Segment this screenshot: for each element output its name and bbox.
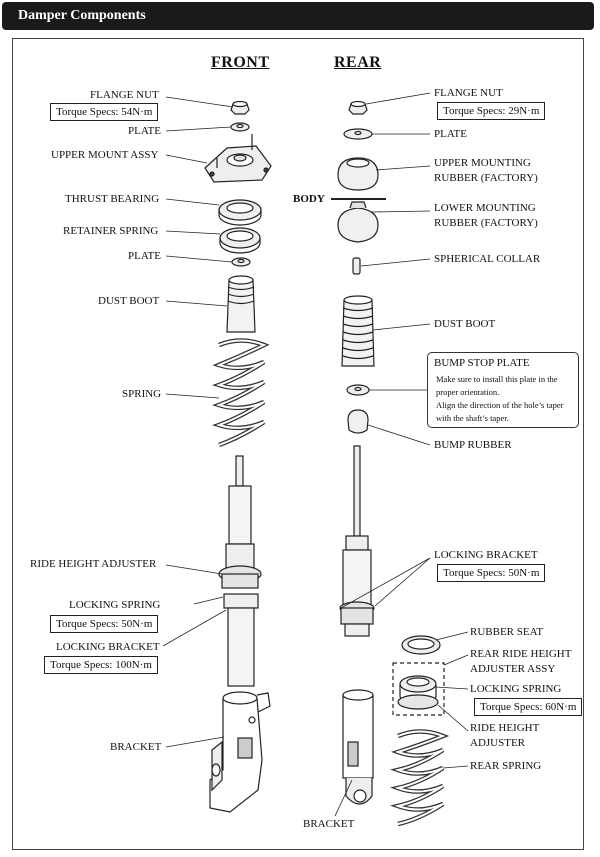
rear-bump-rubber-label: BUMP RUBBER	[434, 439, 512, 451]
rear-spring-label: REAR SPRING	[470, 760, 542, 772]
rear-ride-height-adjuster-label-line2: ADJUSTER	[470, 737, 526, 749]
rear-ride-height-adjuster-assy-label-line2: ADJUSTER ASSY	[470, 663, 556, 675]
front-spring-part	[212, 338, 270, 448]
front-retainer-spring-part	[219, 227, 261, 254]
rear-bump-stop-plate-part	[346, 384, 370, 396]
bump-stop-plate-title: BUMP STOP PLATE	[434, 357, 530, 369]
front-flange-nut-torque-box: Torque Specs: 54N·m	[50, 103, 159, 121]
front-flange-nut-part	[230, 100, 250, 115]
rear-lower-mounting-rubber-label-line1: LOWER MOUNTING	[434, 202, 536, 214]
rear-bracket-label: BRACKET	[303, 818, 355, 830]
rear-dust-boot-part	[341, 295, 375, 367]
rear-locking-bracket-label: LOCKING BRACKET	[434, 549, 538, 561]
bump-stop-plate-note-line-1: Make sure to install this plate in the	[436, 374, 558, 384]
front-ride-height-adjuster-label: RIDE HEIGHT ADJUSTER	[30, 558, 157, 570]
rear-ride-height-adjuster-assy-part	[392, 662, 445, 716]
front-plate-top-label: PLATE	[128, 125, 161, 137]
front-plate-lower-label: PLATE	[128, 250, 161, 262]
front-locking-spring-label: LOCKING SPRING	[69, 599, 161, 611]
front-upper-mount-part	[204, 134, 272, 183]
rear-flange-nut-label: FLANGE NUT	[434, 87, 503, 99]
rear-locking-bracket-torque-box: Torque Specs: 50N·m	[437, 564, 546, 582]
rear-bracket-part	[342, 689, 374, 805]
rear-dust-boot-label: DUST BOOT	[434, 318, 496, 330]
front-dust-boot-part	[226, 275, 256, 333]
rear-ride-height-adjuster-assy-label-line1: REAR RIDE HEIGHT	[470, 648, 572, 660]
front-locking-bracket-torque-box: Torque Specs: 100N·m	[44, 656, 158, 674]
front-spring-label: SPRING	[122, 388, 162, 400]
front-flange-nut-label: FLANGE NUT	[90, 89, 159, 101]
rear-column-heading: REAR	[334, 54, 382, 71]
front-retainer-spring-label: RETAINER SPRING	[63, 225, 159, 237]
rear-upper-mounting-rubber-label-line1: UPPER MOUNTING	[434, 157, 531, 169]
front-column-heading: FRONT	[211, 54, 270, 71]
bump-stop-plate-note-line-4: with the shaft’s taper.	[436, 413, 509, 423]
front-upper-mount-label: UPPER MOUNT ASSY	[51, 149, 159, 161]
rear-locking-spring-label: LOCKING SPRING	[470, 683, 562, 695]
rear-flange-nut-part	[348, 100, 368, 115]
front-dust-boot-label: DUST BOOT	[98, 295, 160, 307]
rear-rubber-seat-part	[401, 635, 441, 655]
rear-lower-mounting-rubber-part	[337, 201, 379, 243]
front-bracket-part	[209, 691, 271, 813]
front-damper-body-part	[218, 455, 262, 687]
front-thrust-bearing-part	[218, 199, 262, 226]
bump-stop-plate-note-line-2: proper orientation.	[436, 387, 500, 397]
rear-plate-label: PLATE	[434, 128, 467, 140]
leader-lines	[162, 92, 469, 817]
rear-flange-nut-torque-box: Torque Specs: 29N·m	[437, 102, 546, 120]
rear-spring-part	[390, 729, 450, 827]
front-plate-top-part	[230, 122, 250, 132]
diagram-frame	[12, 38, 584, 850]
header-bar: Damper Components	[2, 2, 594, 30]
rear-lower-mounting-rubber-label-line2: RUBBER (FACTORY)	[434, 217, 538, 229]
page-title: Damper Components	[18, 8, 146, 23]
rear-locking-spring-torque-box: Torque Specs: 60N·m	[474, 698, 583, 716]
rear-spherical-collar-part	[352, 257, 361, 275]
body-label: BODY	[293, 193, 325, 205]
rear-bump-rubber-part	[347, 409, 369, 434]
bump-stop-plate-note-box: BUMP STOP PLATE Make sure to install thi…	[427, 352, 579, 428]
front-thrust-bearing-label: THRUST BEARING	[65, 193, 160, 205]
front-locking-bracket-label: LOCKING BRACKET	[56, 641, 160, 653]
front-locking-spring-torque-box: Torque Specs: 50N·m	[50, 615, 159, 633]
rear-ride-height-adjuster-label-line1: RIDE HEIGHT	[470, 722, 540, 734]
rear-rubber-seat-label: RUBBER SEAT	[470, 626, 544, 638]
rear-upper-mounting-rubber-part	[337, 157, 379, 191]
bump-stop-plate-note-line-3: Align the direction of the hole’s taper	[436, 400, 564, 410]
rear-plate-part	[343, 128, 373, 140]
rear-damper-body-part	[339, 445, 375, 637]
rear-spherical-collar-label: SPHERICAL COLLAR	[434, 253, 541, 265]
rear-upper-mounting-rubber-label-line2: RUBBER (FACTORY)	[434, 172, 538, 184]
front-bracket-label: BRACKET	[110, 741, 162, 753]
front-plate-lower-part	[231, 257, 251, 267]
